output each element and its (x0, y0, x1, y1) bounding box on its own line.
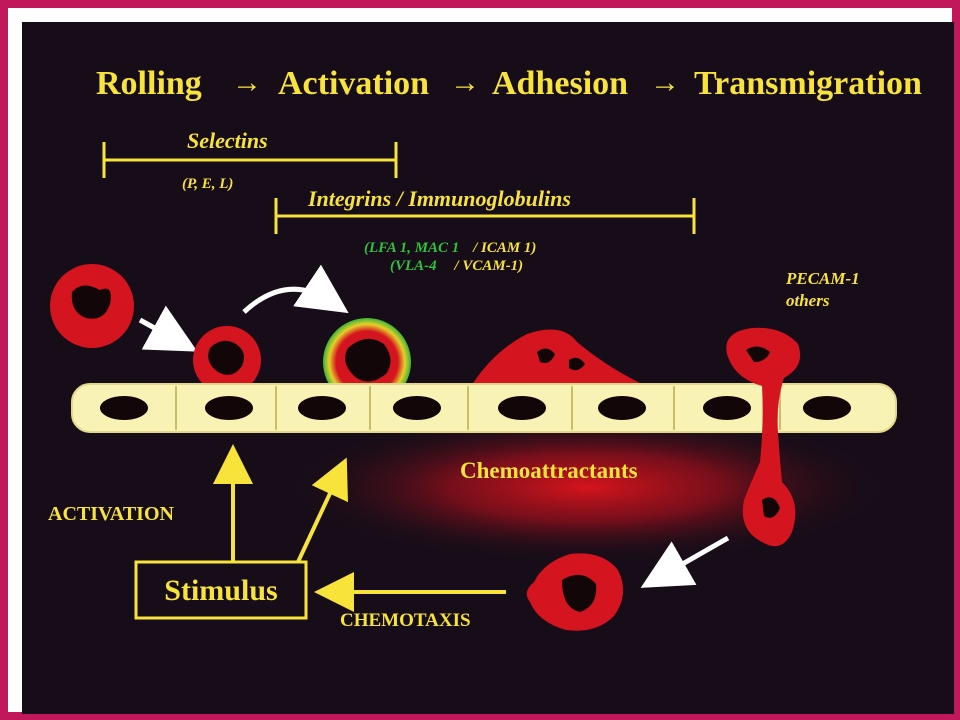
leukocyte-free (50, 264, 134, 348)
selectins-bracket: Selectins (P, E, L) (102, 128, 398, 192)
stimulus-diagonal-arrow (296, 457, 348, 563)
selectins-sub: (P, E, L) (182, 176, 233, 192)
leukocyte-transmigrating (726, 327, 801, 547)
pecam-line1: PECAM-1 (785, 269, 860, 288)
title-arrow-1: → (232, 66, 262, 99)
leukocyte-spreading (470, 329, 642, 395)
step-adhesion: Adhesion (492, 65, 628, 102)
chemoattractant-glow (287, 412, 887, 562)
title-row: Rolling → Activation → Adhesion → Transm… (96, 65, 922, 102)
integrins-line1-yellow: / ICAM 1) (472, 240, 536, 256)
step-rolling: Rolling (96, 65, 202, 102)
endothelium (71, 383, 897, 433)
title-arrow-2: → (450, 66, 480, 99)
chemoattractants-label: Chemoattractants (460, 458, 638, 483)
stimulus-label: Stimulus (164, 574, 277, 607)
integrins-line2-yellow: / VCAM-1) (453, 258, 523, 274)
step-transmigration: Transmigration (694, 65, 922, 102)
integrins-line2-green: (VLA-4 (390, 258, 437, 274)
activation-curve-arrow (242, 264, 349, 314)
leukocyte-diagram: Rolling → Activation → Adhesion → Transm… (48, 65, 922, 631)
stimulus-box: Stimulus (134, 560, 308, 620)
chemotaxis-label: CHEMOTAXIS (340, 610, 471, 631)
rolling-arrow (138, 305, 198, 352)
selectins-label: Selectins (187, 128, 268, 153)
integrins-line2: (VLA-4 / VCAM-1) (390, 258, 523, 274)
integrins-bracket: Integrins / Immunoglobulins (LFA 1, MAC … (274, 186, 696, 274)
migration-arrow (640, 535, 730, 588)
diagram-slide: Rolling → Activation → Adhesion → Transm… (22, 22, 954, 714)
slide-frame: Rolling → Activation → Adhesion → Transm… (8, 8, 954, 714)
leukocyte-rolling (193, 326, 261, 394)
pecam-line2: others (786, 291, 830, 310)
title-arrow-3: → (650, 66, 680, 99)
integrins-label: Integrins / Immunoglobulins (307, 186, 571, 211)
activation-label: ACTIVATION (48, 503, 175, 525)
leukocyte-chemotaxis (526, 553, 624, 631)
pecam-label: PECAM-1 others (785, 269, 860, 310)
integrins-line1: (LFA 1, MAC 1 / ICAM 1) (364, 240, 536, 256)
integrins-line1-green: (LFA 1, MAC 1 (364, 240, 459, 256)
step-activation: Activation (278, 65, 429, 102)
